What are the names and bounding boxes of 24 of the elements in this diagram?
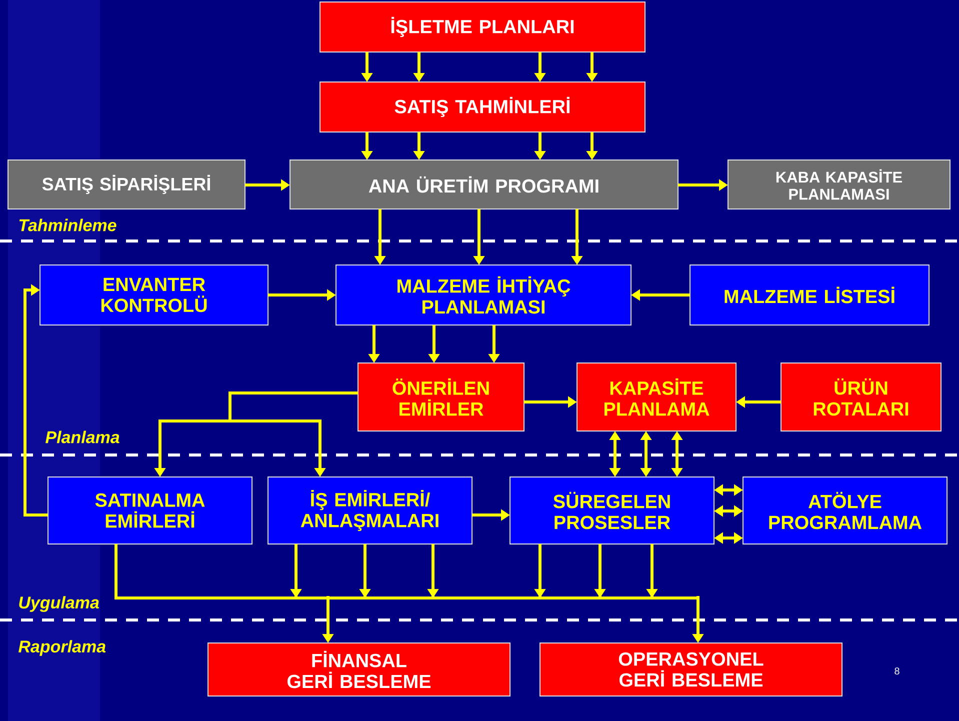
process-box: ÖNERİLEN EMİRLER bbox=[358, 362, 524, 432]
process-box: ÜRÜN ROTALARI bbox=[780, 362, 942, 432]
process-box: KAPASİTE PLANLAMA bbox=[576, 362, 736, 432]
page-number: 8 bbox=[894, 667, 900, 675]
process-box: OPERASYONEL GERİ BESLEME bbox=[540, 642, 842, 696]
process-box: SATIŞ TAHMİNLERİ bbox=[320, 82, 646, 132]
process-box: ENVANTER KONTROLÜ bbox=[40, 264, 268, 326]
process-box: SÜREGELEN PROSESLER bbox=[510, 476, 714, 544]
section-label: Raporlama bbox=[18, 640, 106, 656]
process-box: MALZEME LİSTESİ bbox=[690, 264, 930, 326]
process-box: FİNANSAL GERİ BESLEME bbox=[208, 642, 510, 696]
process-box: KABA KAPASİTE PLANLAMASI bbox=[728, 160, 950, 210]
process-box: SATIŞ SİPARİŞLERİ bbox=[8, 160, 246, 210]
section-label: Planlama bbox=[46, 430, 120, 444]
process-box: ANA ÜRETİM PROGRAMI bbox=[290, 160, 678, 210]
process-box: İŞ EMİRLERİ/ ANLAŞMALARI bbox=[268, 476, 472, 544]
process-box: SATINALMA EMİRLERİ bbox=[48, 476, 252, 544]
bus-line bbox=[114, 596, 700, 600]
section-label: Tahminleme bbox=[19, 218, 116, 232]
process-box: ATÖLYE PROGRAMLAMA bbox=[742, 476, 948, 544]
process-box: MALZEME İHTİYAÇ PLANLAMASI bbox=[336, 264, 632, 326]
process-box: İŞLETME PLANLARI bbox=[320, 2, 646, 52]
arrow bbox=[24, 284, 48, 516]
section-label: Uygulama bbox=[19, 596, 99, 612]
